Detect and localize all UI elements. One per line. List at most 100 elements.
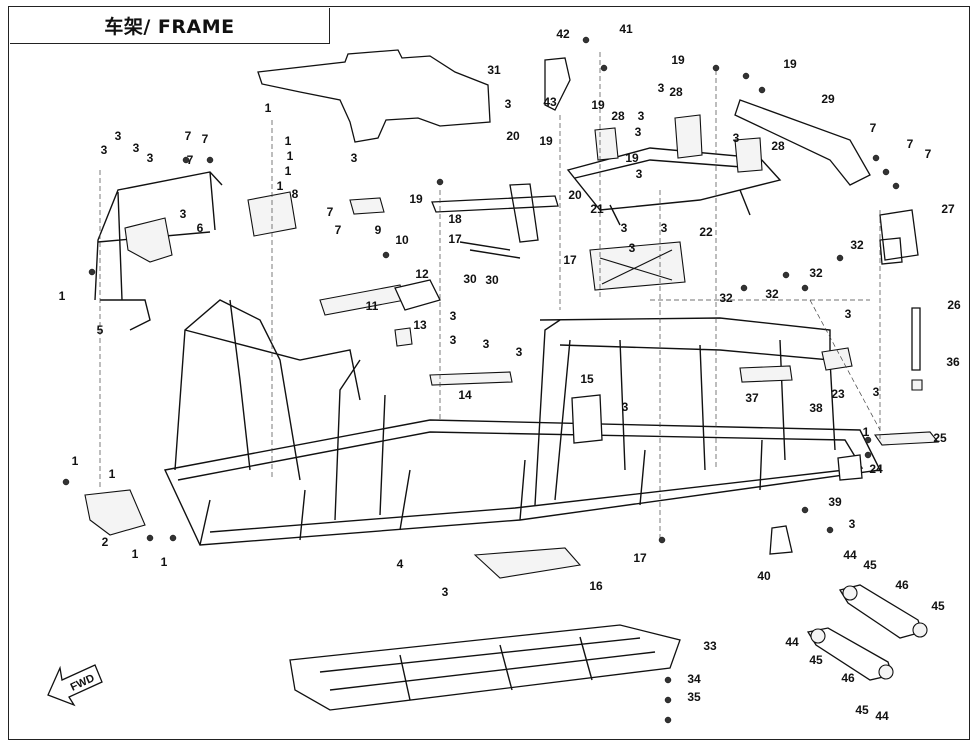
callout-38: 38: [809, 401, 823, 415]
callout-1: 1: [109, 467, 116, 481]
callout-3: 3: [638, 109, 645, 123]
callout-30: 30: [485, 273, 499, 287]
callout-3: 3: [442, 585, 449, 599]
callout-3: 3: [636, 167, 643, 181]
fastener-bolts: [62, 36, 900, 724]
part-31-cover-panel: [257, 49, 491, 143]
title-box: 车架/ FRAME: [10, 8, 330, 44]
callout-1: 1: [285, 164, 292, 178]
callout-19: 19: [591, 98, 605, 112]
callout-28: 28: [669, 85, 683, 99]
callout-7: 7: [925, 147, 932, 161]
fwd-arrow-icon: FWD: [47, 664, 103, 707]
part-45-bushing: [878, 664, 894, 680]
callout-32: 32: [765, 287, 779, 301]
part-9-clip: [349, 197, 385, 215]
callout-20: 20: [568, 188, 582, 202]
callout-32: 32: [809, 266, 823, 280]
part-23-disc: [821, 347, 853, 371]
callout-29: 29: [821, 92, 835, 106]
callout-25: 25: [933, 431, 947, 445]
callout-3: 3: [101, 143, 108, 157]
callout-16: 16: [589, 579, 603, 593]
callout-43: 43: [543, 95, 557, 109]
callout-44: 44: [875, 709, 889, 723]
part-11-crossbar: [319, 284, 406, 316]
part-45-bushing: [912, 622, 928, 638]
part-33-floor-pan: [289, 624, 681, 711]
callout-45: 45: [855, 703, 869, 717]
callout-10: 10: [395, 233, 409, 247]
cage-front-hoop: [334, 319, 571, 521]
part-18-crossbar: [431, 183, 559, 243]
callout-45: 45: [863, 558, 877, 572]
part-36-nut: [911, 379, 923, 391]
part-12-tube: [394, 279, 441, 311]
callout-23: 23: [831, 387, 845, 401]
callout-19: 19: [539, 134, 553, 148]
callout-32: 32: [850, 238, 864, 252]
callout-44: 44: [843, 548, 857, 562]
callout-28: 28: [771, 139, 785, 153]
main-frame-inner: [177, 431, 864, 533]
callout-28: 28: [611, 109, 625, 123]
callout-18: 18: [448, 212, 462, 226]
callout-3: 3: [147, 151, 154, 165]
part-15-bracket: [571, 394, 603, 444]
callout-3: 3: [849, 517, 856, 531]
callout-12: 12: [415, 267, 429, 281]
callout-7: 7: [327, 205, 334, 219]
part-16-skid-plate: [473, 547, 582, 579]
callout-3: 3: [873, 385, 880, 399]
callout-31: 31: [487, 63, 501, 77]
callout-3: 3: [661, 221, 668, 235]
callout-7: 7: [187, 153, 194, 167]
callout-39: 39: [828, 495, 842, 509]
callout-36: 36: [946, 355, 960, 369]
callout-41: 41: [619, 22, 633, 36]
callout-3: 3: [621, 221, 628, 235]
diagram-title: 车架/ FRAME: [104, 16, 235, 38]
callout-19: 19: [625, 151, 639, 165]
callout-3: 3: [622, 400, 629, 414]
callout-34: 34: [687, 672, 701, 686]
callout-27: 27: [941, 202, 955, 216]
callout-6: 6: [197, 221, 204, 235]
part-40-stand: [769, 525, 793, 555]
callout-17: 17: [633, 551, 647, 565]
main-frame-rails: [199, 439, 763, 546]
callout-21: 21: [590, 202, 604, 216]
callout-17: 17: [563, 253, 577, 267]
callout-3: 3: [450, 333, 457, 347]
callout-15: 15: [580, 372, 594, 386]
part-37-crossmember: [739, 365, 793, 383]
callout-19: 19: [409, 192, 423, 206]
callout-1: 1: [863, 425, 870, 439]
rear-cage: [539, 317, 836, 471]
part-13-block: [394, 327, 413, 347]
callout-7: 7: [185, 129, 192, 143]
callout-7: 7: [907, 137, 914, 151]
part-30-strip: [459, 241, 521, 259]
callout-1: 1: [265, 101, 272, 115]
callout-1: 1: [287, 149, 294, 163]
callout-45: 45: [931, 599, 945, 613]
floor-pan-ribs: [319, 636, 656, 701]
callout-3: 3: [516, 345, 523, 359]
part-24-mount: [837, 454, 863, 481]
callout-3: 3: [845, 307, 852, 321]
callout-3: 3: [450, 309, 457, 323]
callout-46: 46: [841, 671, 855, 685]
callout-9: 9: [375, 223, 382, 237]
callout-11: 11: [366, 299, 379, 313]
callout-1: 1: [277, 179, 284, 193]
callout-1: 1: [132, 547, 139, 561]
callout-17: 17: [448, 232, 462, 246]
callout-3: 3: [133, 141, 140, 155]
callout-3: 3: [180, 207, 187, 221]
part-5-front-guard: [94, 171, 223, 331]
callout-3: 3: [629, 241, 636, 255]
part-8-bracket: [247, 191, 297, 237]
front-structure: [174, 299, 361, 481]
